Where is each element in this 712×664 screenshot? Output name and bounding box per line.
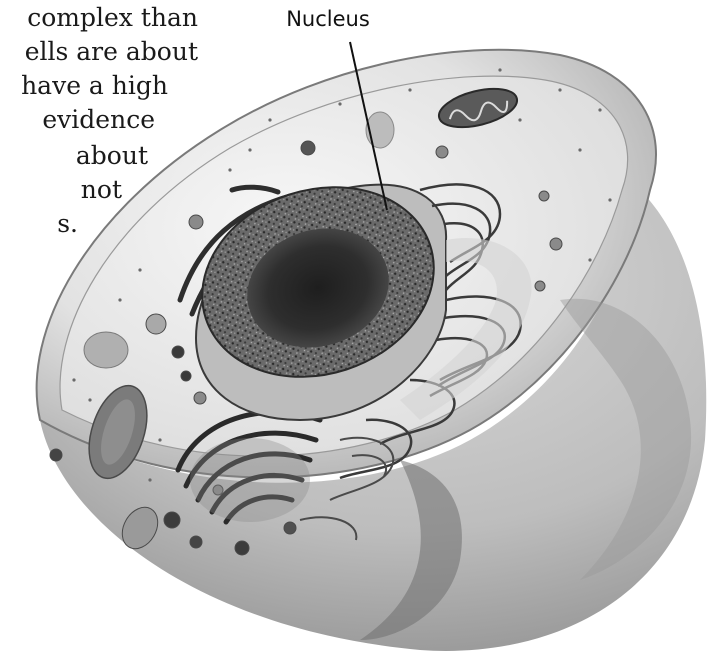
text-line-7: s. [57,209,78,238]
text-line-1: complex than [27,3,198,32]
text-line-2: ells are about [25,37,198,66]
golgi-body [190,438,310,522]
text-line-4: evidence [42,105,155,134]
text-line-5: about [76,141,148,170]
text-line-3: have a high [21,71,168,100]
text-line-6: not [81,175,122,204]
nucleus-label: Nucleus [286,7,370,31]
